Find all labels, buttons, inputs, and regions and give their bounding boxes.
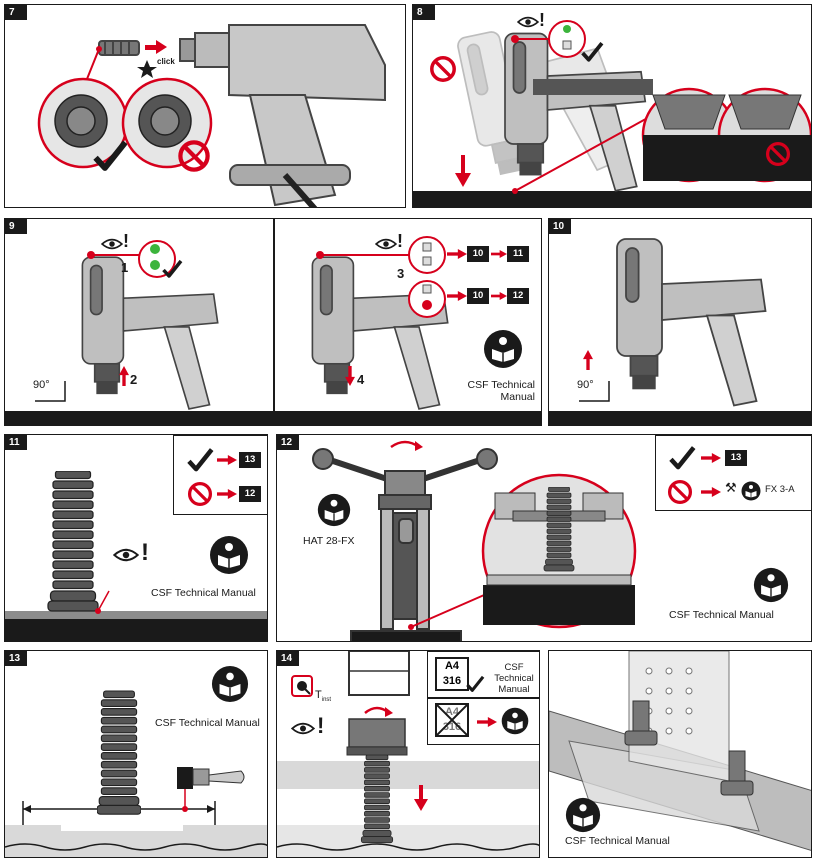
step-10-panel: 10 90° bbox=[548, 218, 812, 426]
goto-step-badge: 12 bbox=[239, 486, 261, 502]
goto-step-badge: 12 bbox=[507, 288, 529, 304]
torque-wrench-icon bbox=[291, 675, 313, 697]
step-number: 8 bbox=[413, 5, 435, 20]
arrow-right-icon bbox=[447, 249, 467, 259]
manual-icon bbox=[211, 665, 249, 703]
step-7-panel: 7 click bbox=[4, 4, 406, 208]
angle-label: 90° bbox=[33, 379, 50, 391]
arrow-up-icon bbox=[583, 347, 593, 373]
arrow-right-icon bbox=[701, 453, 721, 463]
exclaim-icon: ! bbox=[123, 231, 129, 251]
goto-step-badge: 10 bbox=[467, 288, 489, 304]
eye-icon bbox=[291, 721, 315, 736]
manual-icon bbox=[741, 481, 761, 501]
wrench-icon: ⚒ bbox=[725, 480, 737, 495]
prohibited-icon bbox=[765, 141, 791, 167]
manual-icon bbox=[565, 797, 601, 833]
exclaim-icon: ! bbox=[141, 539, 149, 566]
manual-label: CSF Technical Manual bbox=[467, 379, 535, 404]
final-installation-panel: CSF Technical Manual bbox=[548, 650, 812, 858]
eye-icon bbox=[517, 15, 539, 29]
torque-label: Tinst bbox=[315, 689, 332, 704]
goto-step-badge: 11 bbox=[507, 246, 529, 262]
step-number: 14 bbox=[277, 651, 299, 666]
arrow-right-icon bbox=[477, 717, 497, 727]
step-number: 11 bbox=[5, 435, 27, 450]
arrow-right-icon bbox=[491, 291, 507, 301]
decision-box bbox=[655, 435, 811, 511]
check-icon bbox=[465, 675, 485, 693]
check-icon bbox=[579, 41, 605, 63]
prohibited-icon bbox=[667, 479, 693, 505]
step-12-panel: 12 HAT 28-FX 13 ⚒ FX 3-A bbox=[276, 434, 812, 642]
manual-icon bbox=[209, 535, 249, 575]
manual-icon bbox=[317, 493, 351, 527]
manual-icon bbox=[753, 567, 789, 603]
manual-label: CSF Technical Manual bbox=[565, 835, 670, 847]
manual-label: CSF Technical Manual bbox=[155, 717, 260, 729]
arrow-right-icon bbox=[447, 291, 467, 301]
arrow-right-icon bbox=[491, 249, 507, 259]
arrow-right-icon bbox=[217, 455, 237, 465]
drill-illustration bbox=[579, 238, 767, 407]
click-label: click bbox=[157, 57, 175, 66]
arrow-up-icon bbox=[119, 363, 129, 389]
goto-step-badge: 13 bbox=[239, 452, 261, 468]
check-icon bbox=[93, 139, 127, 173]
exclaim-icon: ! bbox=[539, 10, 545, 30]
step-number: 7 bbox=[5, 5, 27, 20]
manual-icon bbox=[483, 329, 523, 369]
sub-step-3: 3 bbox=[397, 266, 405, 281]
angle-label: 90° bbox=[577, 379, 594, 391]
sub-step-2: 2 bbox=[130, 372, 138, 387]
step-number: 9 bbox=[5, 219, 27, 234]
goto-step-badge: 10 bbox=[467, 246, 489, 262]
anchor-bolt-illustration bbox=[357, 755, 397, 849]
step-8-panel: 8 ! bbox=[412, 4, 812, 208]
prohibited-icon bbox=[187, 481, 213, 507]
exclaim-icon: ! bbox=[317, 713, 325, 738]
drill-illustration bbox=[35, 236, 449, 410]
anchor-bolt-illustration bbox=[539, 487, 579, 577]
hat-28-fx-illustration bbox=[312, 440, 637, 641]
eye-icon bbox=[101, 237, 123, 251]
prohibited-icon bbox=[177, 139, 211, 173]
manual-label: CSF Technical Manual bbox=[669, 609, 774, 621]
device-label: HAT 28-FX bbox=[303, 535, 355, 547]
step-11-panel: 11 ! 13 12 CSF Technical Manual bbox=[4, 434, 268, 642]
drill-illustration bbox=[37, 24, 386, 207]
prohibited-icon bbox=[429, 55, 457, 83]
eye-icon bbox=[375, 237, 397, 251]
nut-illustration bbox=[277, 651, 539, 857]
check-icon bbox=[667, 445, 697, 471]
manual-icon bbox=[501, 707, 529, 735]
installation-illustration bbox=[549, 651, 811, 851]
check-icon bbox=[161, 259, 183, 279]
concrete-illustration bbox=[5, 767, 267, 857]
goto-step-badge: 13 bbox=[725, 450, 747, 466]
eye-icon bbox=[113, 547, 139, 563]
sub-step-4: 4 bbox=[357, 372, 365, 387]
drill-tilted-illustration bbox=[455, 9, 811, 195]
manual-label: CSF Technical Manual bbox=[151, 587, 256, 599]
arrow-right-icon bbox=[217, 489, 237, 499]
tool-label: FX 3-A bbox=[765, 484, 795, 495]
anchor-bolt-illustration bbox=[97, 687, 141, 827]
arrow-down-icon bbox=[345, 363, 355, 389]
step-13-panel: 13 CSF Technical Manual bbox=[4, 650, 268, 858]
step-number: 12 bbox=[277, 435, 299, 450]
step-9-panel: 9 ! 1 2 90° ! 3 10 11 10 12 4 CSF Techni… bbox=[4, 218, 542, 426]
exclaim-icon: ! bbox=[397, 231, 403, 251]
check-icon bbox=[185, 447, 215, 473]
manual-label: CSF Technical Manual bbox=[494, 662, 534, 695]
step-number: 10 bbox=[549, 219, 571, 234]
arrow-right-icon bbox=[701, 487, 721, 497]
step-number: 13 bbox=[5, 651, 27, 666]
sub-step-1: 1 bbox=[121, 260, 129, 275]
check-icon bbox=[689, 141, 719, 167]
